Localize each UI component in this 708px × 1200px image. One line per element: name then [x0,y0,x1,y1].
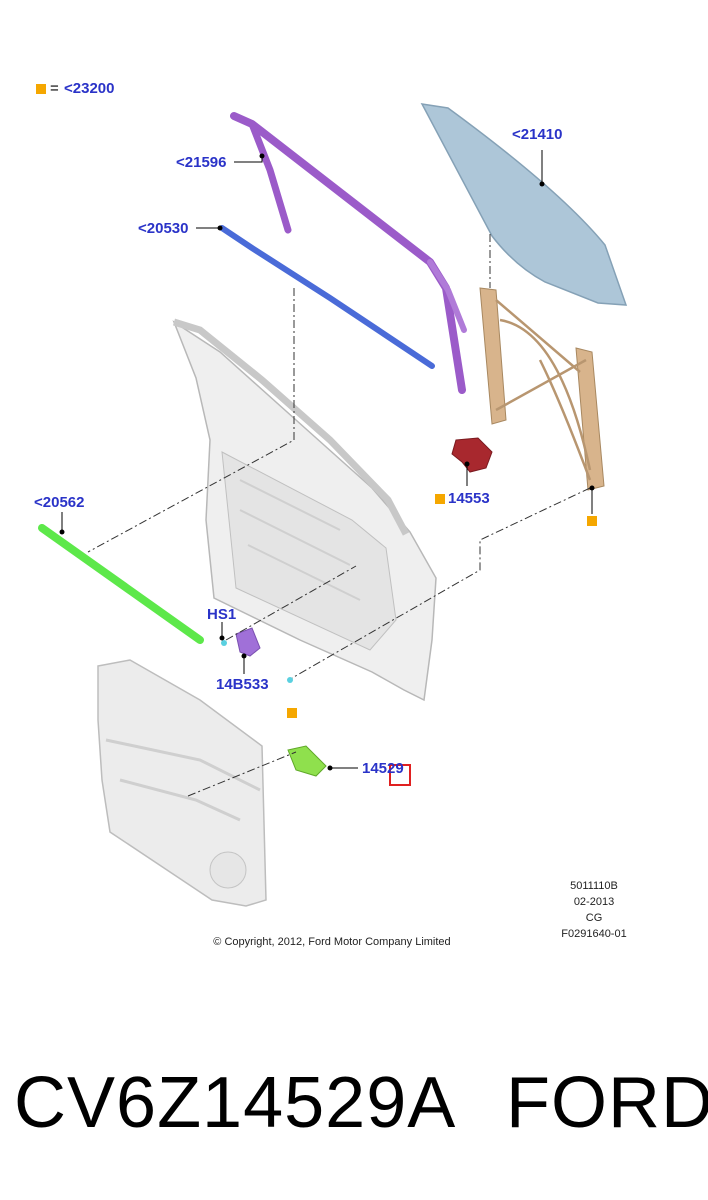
callout-14529: 14529 [362,760,404,777]
callout-hs1: HS1 [207,606,237,623]
door-inner-panel [221,451,397,651]
meta-cg: CG [585,912,603,924]
callout-21596: <21596 [176,154,227,171]
glass-run-channel-inner [248,120,292,234]
leader-dots [59,153,595,771]
harness-clip [221,640,227,646]
callout-20530: <20530 [138,220,189,237]
door-frame-upper [172,318,410,536]
legend-marker [36,84,46,94]
exploded-door-diagram [36,84,628,907]
callout-21410: <21410 [512,126,563,143]
legend-ref: <23200 [64,80,115,97]
callout-14b533: 14B533 [216,676,269,693]
legend-equals: = [50,80,59,97]
glass-run-channel-rear [427,259,467,333]
window-regulator-cables [495,299,592,481]
marker-14553 [435,494,445,504]
inner-belt-weatherstrip [219,225,435,369]
meta-code: 5011110B [570,880,618,892]
window-regulator-rail-front [479,287,507,425]
leader-lines [61,150,593,769]
trim-armrest [105,738,261,822]
highlight-box [389,764,411,786]
door-trim-panel [97,659,267,907]
window-switch [287,745,327,777]
brand-name: FORD [506,1063,708,1143]
assembly-lines [87,234,591,797]
drawing-meta: 5011110B 02-2013 CG F0291640-01 [548,878,640,942]
meta-date: 02-2013 [573,896,615,908]
trim-speaker [209,851,247,889]
meta-figure: F0291640-01 [561,928,627,940]
door-latch [235,627,261,657]
window-regulator-motor [451,437,493,473]
marker-clip [287,708,297,718]
door-inner-detail [239,479,361,601]
copyright-notice: © Copyright, 2012, Ford Motor Company Li… [213,936,451,948]
window-glass [420,103,628,306]
part-number: CV6Z14529A [14,1063,457,1143]
marker-regulator [587,516,597,526]
callout-20562: <20562 [34,494,85,511]
callout-14553: 14553 [448,490,490,507]
wiring-clip [287,677,293,683]
outer-belt-weatherstrip [38,524,204,644]
